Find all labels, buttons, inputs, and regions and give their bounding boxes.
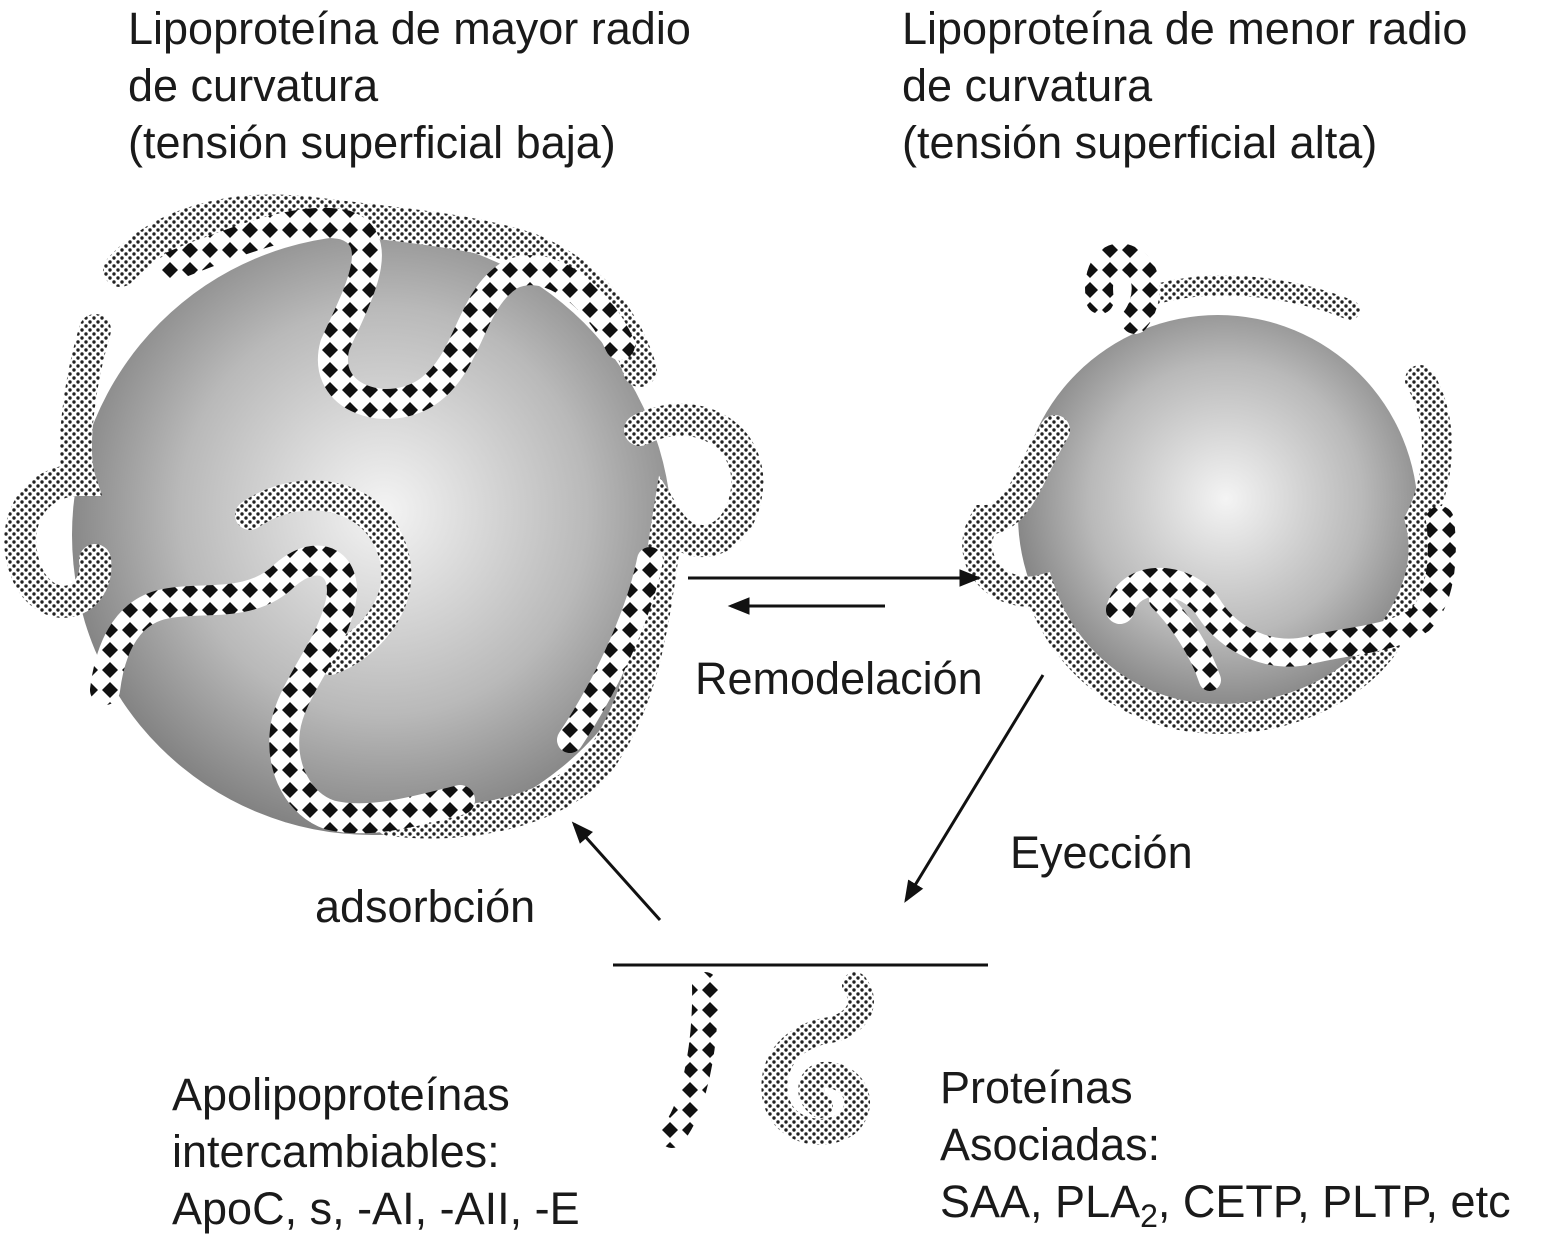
- small-lipoprotein-line-3: (tensión superficial alta): [902, 117, 1378, 168]
- associated-proteins-line-2: Asociadas:: [940, 1119, 1161, 1170]
- large-dotted-belt-right: [374, 403, 764, 839]
- small-diamond-chain-top: [1085, 243, 1160, 334]
- small-lipoprotein: [962, 243, 1456, 734]
- free-apolipoprotein-diamond-chain: [659, 972, 719, 1148]
- adsorption-arrow: [571, 821, 662, 922]
- large-diamond-chain-top: [160, 207, 635, 419]
- large-lipoprotein: [4, 194, 764, 839]
- free-associated-protein-dotted-coil: [761, 972, 874, 1145]
- free-apolipoprotein: [659, 972, 719, 1148]
- large-diamond-chain-center: [90, 545, 475, 834]
- remodeling-label: Remodelación: [695, 653, 983, 704]
- exchangeable-apos-line-1: Apolipoproteínas: [172, 1069, 510, 1120]
- small-diamond-chain-bottom: [1106, 506, 1456, 667]
- ejection-arrow: [904, 674, 1045, 903]
- exchangeable-apos-line-2: intercambiables:: [172, 1126, 500, 1177]
- large-diamond-chain-right: [557, 547, 663, 753]
- associated-proteins-line-3: SAA, PLA2, CETP, PLTP, etc: [940, 1176, 1511, 1234]
- ejection-label: Eyección: [1010, 827, 1193, 878]
- large-lipoprotein-line-2: de curvatura: [128, 60, 379, 111]
- free-associated-protein: [761, 972, 874, 1145]
- small-lipoprotein-line-1: Lipoproteína de menor radio: [902, 3, 1468, 54]
- associated-proteins-line-1: Proteínas: [940, 1062, 1133, 1113]
- small-lipoprotein-label: Lipoproteína de menor radio de curvatura…: [902, 0, 1467, 171]
- small-dotted-belt-top: [1130, 275, 1360, 320]
- exchangeable-apolipoproteins-label: Apolipoproteínas intercambiables: ApoC, …: [172, 1066, 580, 1237]
- small-lipoprotein-line-2: de curvatura: [902, 60, 1153, 111]
- large-dotted-belt-center: [235, 480, 412, 675]
- large-lipoprotein-line-1: Lipoproteína de mayor radio: [128, 3, 691, 54]
- adsorption-label: adsorbción: [315, 881, 536, 932]
- large-lipoprotein-line-3: (tensión superficial baja): [128, 117, 616, 168]
- associated-proteins-label: Proteínas Asociadas: SAA, PLA2, CETP, PL…: [940, 1059, 1511, 1234]
- large-dotted-belt-left: [4, 314, 112, 618]
- arrows: [571, 569, 1045, 967]
- exchangeable-apos-line-3: ApoC, s, -AI, -AII, -E: [172, 1183, 580, 1234]
- large-lipoprotein-label: Lipoproteína de mayor radio de curvatura…: [128, 0, 691, 171]
- small-dotted-belt: [962, 365, 1452, 734]
- small-diamond-chain-inner: [1149, 589, 1221, 691]
